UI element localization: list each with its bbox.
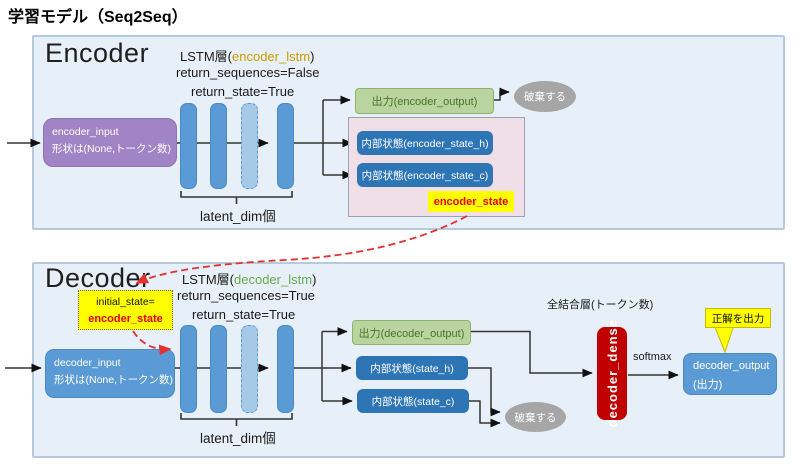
decoder-state-h-box: 内部状態(state_h): [356, 356, 468, 380]
decoder-dense-box: decoder_dense: [597, 319, 627, 428]
decoder-input-name: decoder_input: [54, 357, 121, 369]
decoder-lstm-name: decoder_lstm: [234, 272, 313, 287]
lstm-cell-bar: [210, 103, 227, 189]
initial-state-line2: encoder_state: [88, 312, 163, 325]
encoder-discard-ellipse: 破棄する: [514, 81, 576, 112]
decoder-discard-ellipse: 破棄する: [505, 402, 566, 432]
lstm-cell-bar: [180, 325, 197, 413]
dense-layer-label: 全結合層(トークン数): [547, 299, 654, 311]
lstm-cell-bar-ellipsis: [241, 325, 258, 413]
decoder-return-sequences: return_sequences=True: [177, 288, 315, 303]
decoder-title: Decoder: [45, 263, 151, 293]
encoder-input-box: encoder_input 形状は(None,トークン数): [43, 118, 177, 167]
decoder-input-box: decoder_input 形状は(None,トークン数): [45, 349, 175, 398]
decoder-output-box: 出力(decoder_output): [352, 320, 471, 345]
decoder-state-c-box: 内部状態(state_c): [357, 389, 469, 413]
decoder-dense-text: decoder_dense: [604, 319, 620, 428]
encoder-input-shape: 形状は(None,トークン数): [52, 143, 172, 156]
encoder-output-box: 出力(encoder_output): [355, 88, 494, 114]
final-output-name: decoder_output: [693, 360, 770, 372]
decoder-final-output-box: decoder_output (出力): [683, 353, 777, 395]
answer-output-callout: 正解を出力: [705, 308, 771, 328]
lstm-cell-bar: [210, 325, 227, 413]
lstm-cell-bar: [180, 103, 197, 189]
initial-state-line1: initial_state=: [96, 296, 155, 308]
encoder-lstm-layer-label: LSTM層(encoder_lstm): [180, 46, 314, 65]
encoder-return-state: return_state=True: [191, 84, 295, 99]
decoder-lstm-suffix: ): [312, 272, 317, 287]
decoder-initial-state-box: initial_state= encoder_state: [78, 290, 173, 330]
encoder-latent-dim-label: latent_dim個: [200, 209, 276, 224]
encoder-state-tag: encoder_state: [428, 191, 514, 212]
decoder-lstm-layer-label: LSTM層(decoder_lstm): [182, 269, 316, 288]
encoder-lstm-prefix: LSTM層(: [180, 49, 233, 64]
lstm-cell-bar: [277, 103, 294, 189]
encoder-return-sequences: return_sequences=False: [176, 65, 320, 80]
encoder-lstm-suffix: ): [310, 49, 315, 64]
encoder-lstm-name: encoder_lstm: [232, 49, 311, 64]
encoder-title: Encoder: [45, 38, 150, 68]
final-output-suffix: (出力): [693, 379, 723, 392]
decoder-input-shape: 形状は(None,トークン数): [54, 374, 174, 387]
encoder-input-name: encoder_input: [52, 126, 119, 138]
encoder-state-c-box: 内部状態(encoder_state_c): [357, 163, 493, 187]
decoder-return-state: return_state=True: [192, 307, 296, 322]
decoder-lstm-prefix: LSTM層(: [182, 272, 235, 287]
softmax-label: softmax: [633, 351, 672, 363]
encoder-state-h-box: 内部状態(encoder_state_h): [357, 131, 493, 155]
lstm-cell-bar-ellipsis: [241, 103, 258, 189]
lstm-cell-bar: [277, 325, 294, 413]
page-title: 学習モデル（Seq2Seq）: [8, 9, 188, 26]
decoder-latent-dim-label: latent_dim個: [200, 431, 276, 446]
